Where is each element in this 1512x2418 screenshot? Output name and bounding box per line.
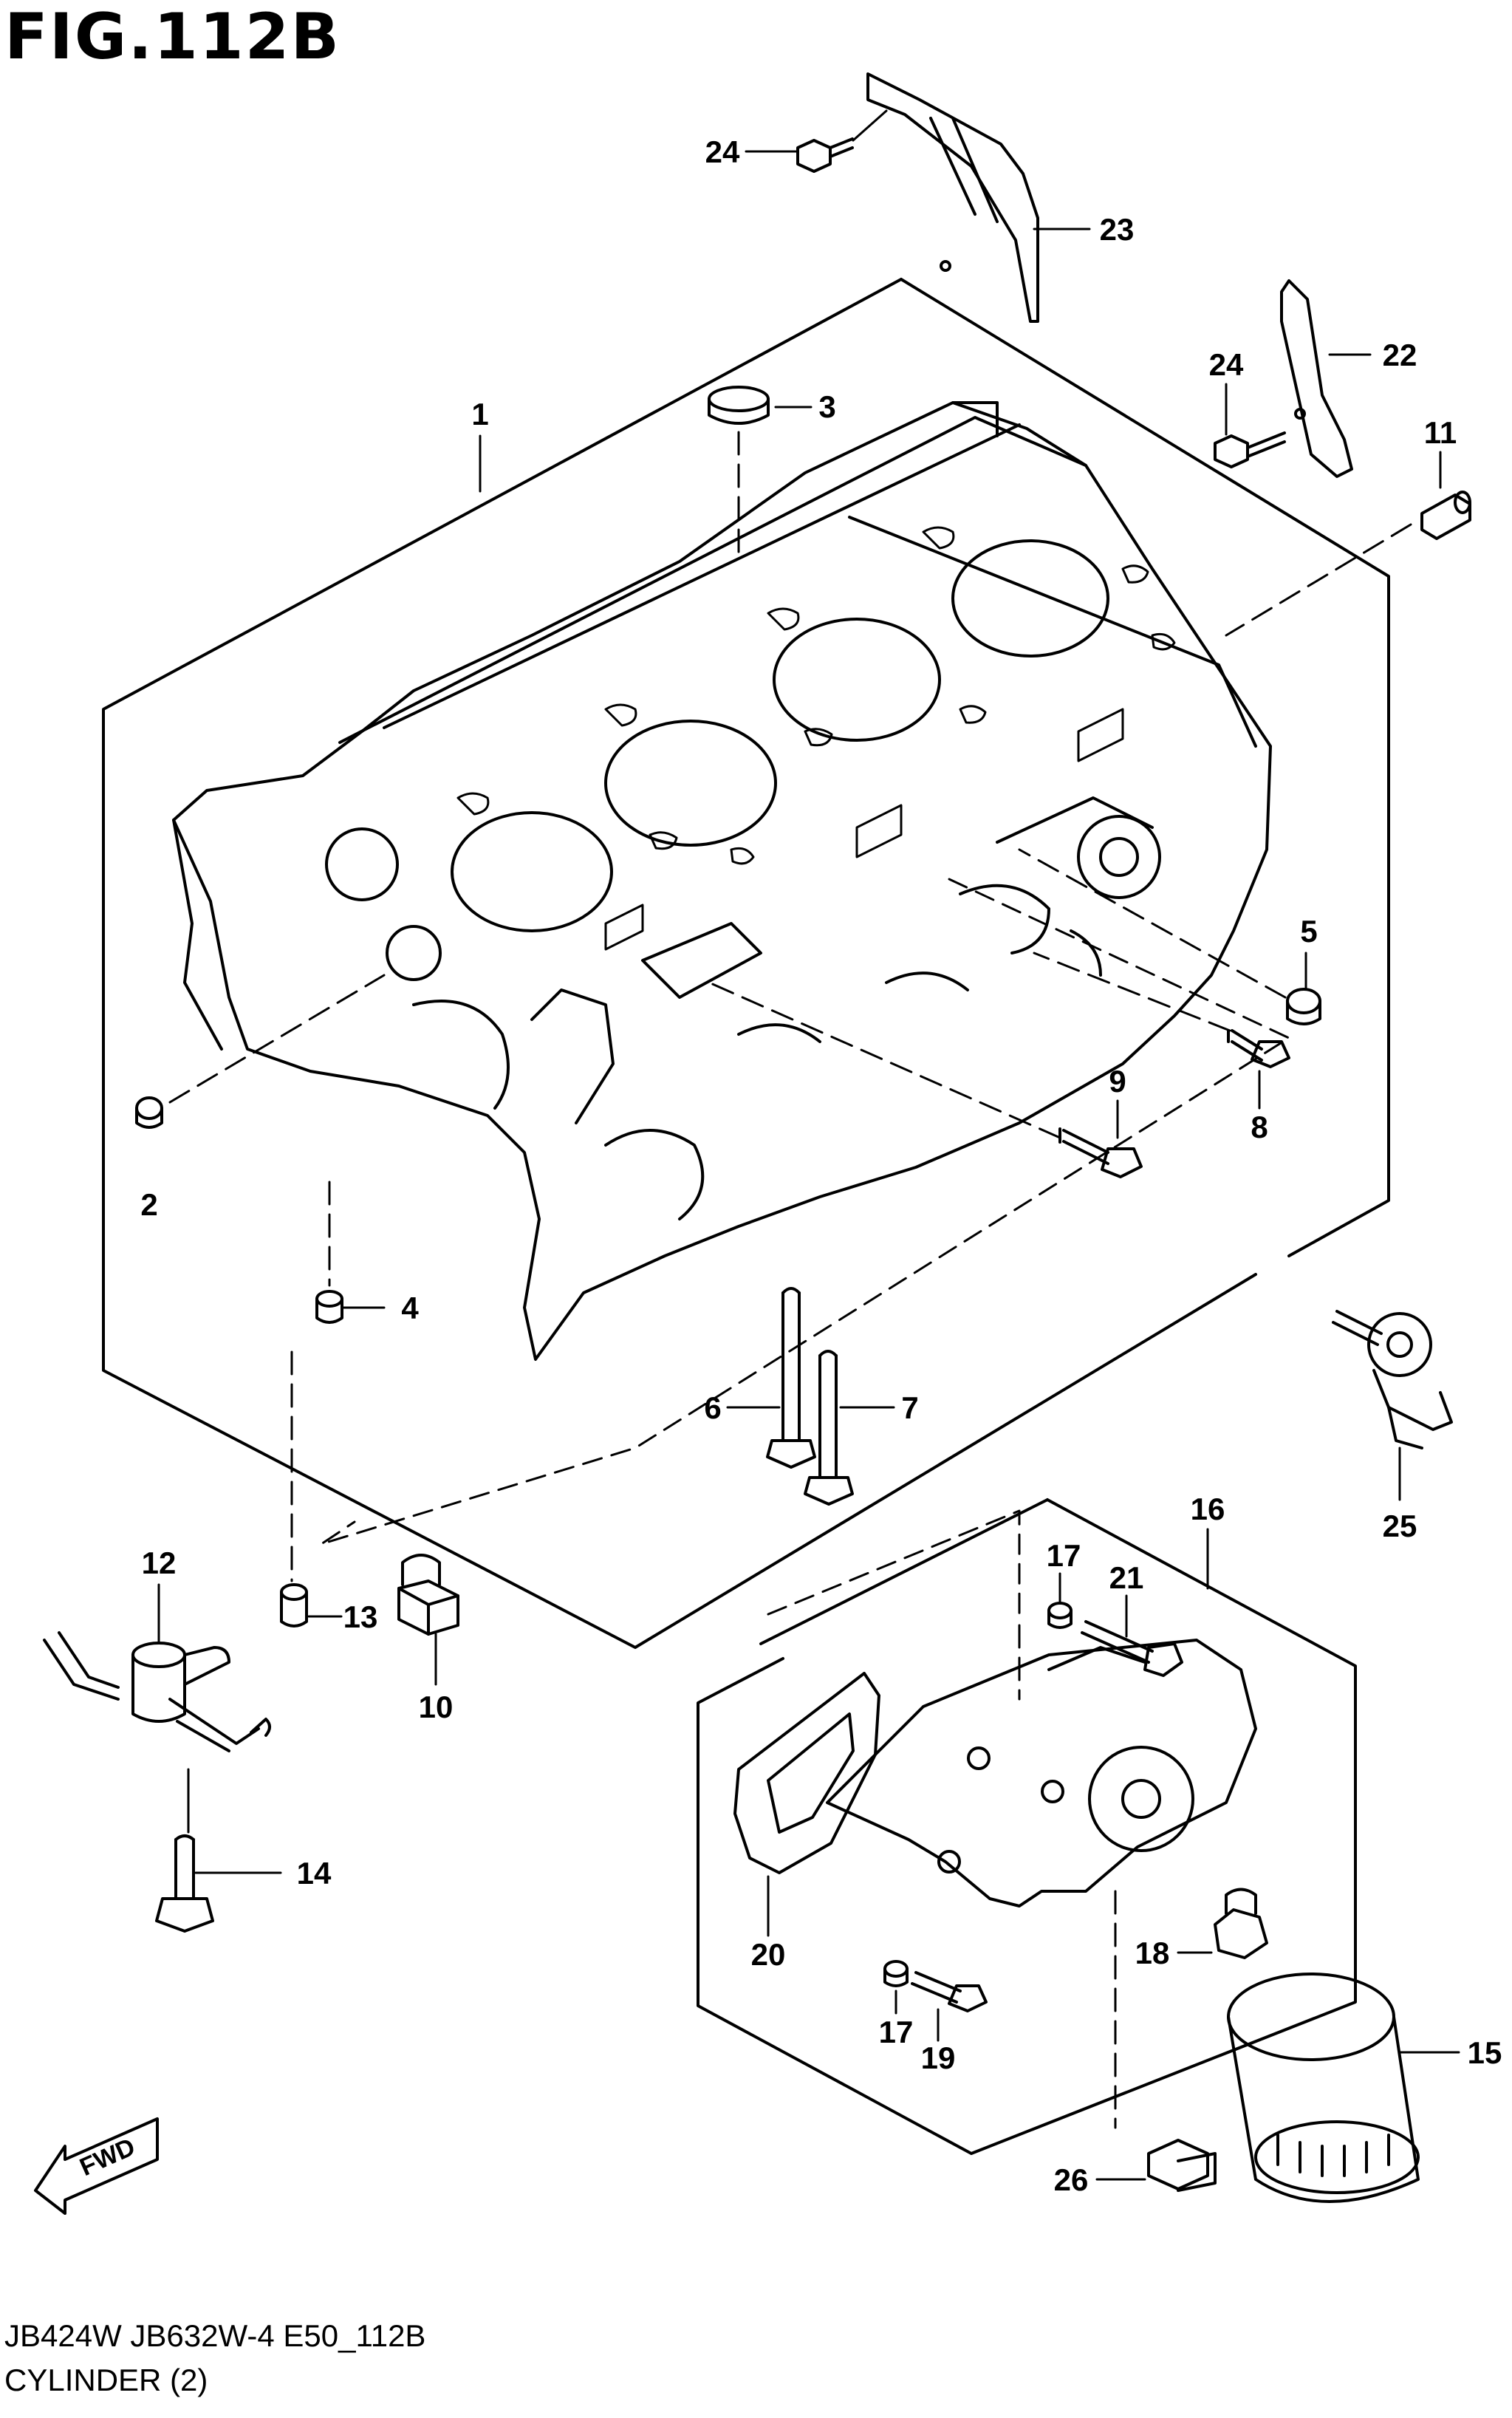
part-14-bolt bbox=[155, 1834, 214, 1933]
callout-10: 10 bbox=[419, 1690, 454, 1724]
part-24b-bolt bbox=[1214, 431, 1286, 468]
part-11-dowel bbox=[1420, 491, 1471, 540]
callout-3: 3 bbox=[818, 389, 835, 424]
callout-26: 26 bbox=[1054, 2162, 1089, 2197]
part-21-bolt bbox=[1081, 1620, 1183, 1677]
part-19-bolt bbox=[911, 1971, 988, 2012]
oil-filter-bracket bbox=[826, 1639, 1257, 1908]
part-18-plug bbox=[1214, 1888, 1268, 1959]
callout-17-bottom: 17 bbox=[879, 2015, 914, 2049]
cylinder-block bbox=[172, 401, 1272, 1361]
callout-8: 8 bbox=[1251, 1110, 1268, 1144]
callout-2: 2 bbox=[140, 1187, 157, 1222]
oil-group-frame bbox=[697, 1498, 1357, 2155]
callout-1: 1 bbox=[471, 397, 488, 431]
part-17b-dowel bbox=[883, 1960, 909, 1987]
part-22-bracket bbox=[1280, 279, 1353, 478]
dash-5 bbox=[1018, 848, 1287, 999]
dash-8 bbox=[1033, 952, 1231, 1032]
callout-22: 22 bbox=[1383, 338, 1417, 372]
callout-15: 15 bbox=[1468, 2035, 1502, 2070]
callout-17-top: 17 bbox=[1047, 1538, 1081, 1573]
callout-24-right: 24 bbox=[1209, 347, 1244, 382]
part-17a-dowel bbox=[1047, 1602, 1073, 1629]
part-12-pipe bbox=[43, 1631, 271, 1752]
callout-25: 25 bbox=[1383, 1509, 1417, 1543]
part-8-bolt bbox=[1227, 1029, 1290, 1068]
callout-4: 4 bbox=[401, 1291, 419, 1325]
part-25-sensor bbox=[1332, 1310, 1453, 1449]
part-7-bolt bbox=[804, 1350, 854, 1506]
callout-21: 21 bbox=[1109, 1560, 1144, 1595]
part-6-bolt bbox=[766, 1287, 816, 1469]
part-9-bolt bbox=[1058, 1127, 1143, 1178]
part-10-plug bbox=[397, 1554, 459, 1636]
part-4-dowel bbox=[315, 1290, 343, 1324]
callout-5: 5 bbox=[1300, 914, 1317, 949]
callout-6: 6 bbox=[704, 1390, 721, 1425]
leader-2 bbox=[168, 974, 386, 1104]
callout-24-top: 24 bbox=[705, 134, 740, 169]
callout-12: 12 bbox=[142, 1546, 177, 1580]
part-24a-bolt bbox=[796, 137, 854, 173]
part-26-switch bbox=[1147, 2139, 1217, 2192]
callout-13: 13 bbox=[343, 1599, 378, 1634]
dash-11 bbox=[1225, 523, 1412, 637]
callout-23: 23 bbox=[1100, 212, 1135, 247]
dash-guide-oil bbox=[767, 1509, 1021, 1619]
dash-9 bbox=[708, 981, 1061, 1139]
footer-code: JB424W JB632W-4 E50_112B bbox=[4, 2318, 426, 2353]
callout-7: 7 bbox=[901, 1390, 918, 1425]
part-23-guide bbox=[866, 72, 1039, 323]
callout-16: 16 bbox=[1191, 1492, 1225, 1526]
footer-name: CYLINDER (2) bbox=[4, 2363, 208, 2397]
part-15-filter bbox=[1227, 1973, 1420, 2203]
callout-11: 11 bbox=[1424, 415, 1457, 450]
part-2-plug bbox=[135, 1096, 163, 1129]
part-5-plug bbox=[1286, 988, 1321, 1025]
callout-19: 19 bbox=[921, 2040, 956, 2075]
part-20-gasket bbox=[733, 1672, 880, 1874]
callout-20: 20 bbox=[751, 1937, 786, 1972]
callout-9: 9 bbox=[1109, 1064, 1126, 1099]
block-group-frame bbox=[102, 278, 1390, 1649]
callout-14: 14 bbox=[297, 1856, 332, 1891]
callout-18: 18 bbox=[1135, 1936, 1170, 1970]
fwd-arrow bbox=[34, 2117, 159, 2215]
leader-24a-2 bbox=[852, 109, 888, 142]
figure-title: FIG.112B bbox=[4, 0, 341, 74]
dash-guide-lower bbox=[320, 878, 1290, 1546]
part-3-plug bbox=[708, 386, 770, 425]
part-13-dowel bbox=[280, 1583, 308, 1628]
